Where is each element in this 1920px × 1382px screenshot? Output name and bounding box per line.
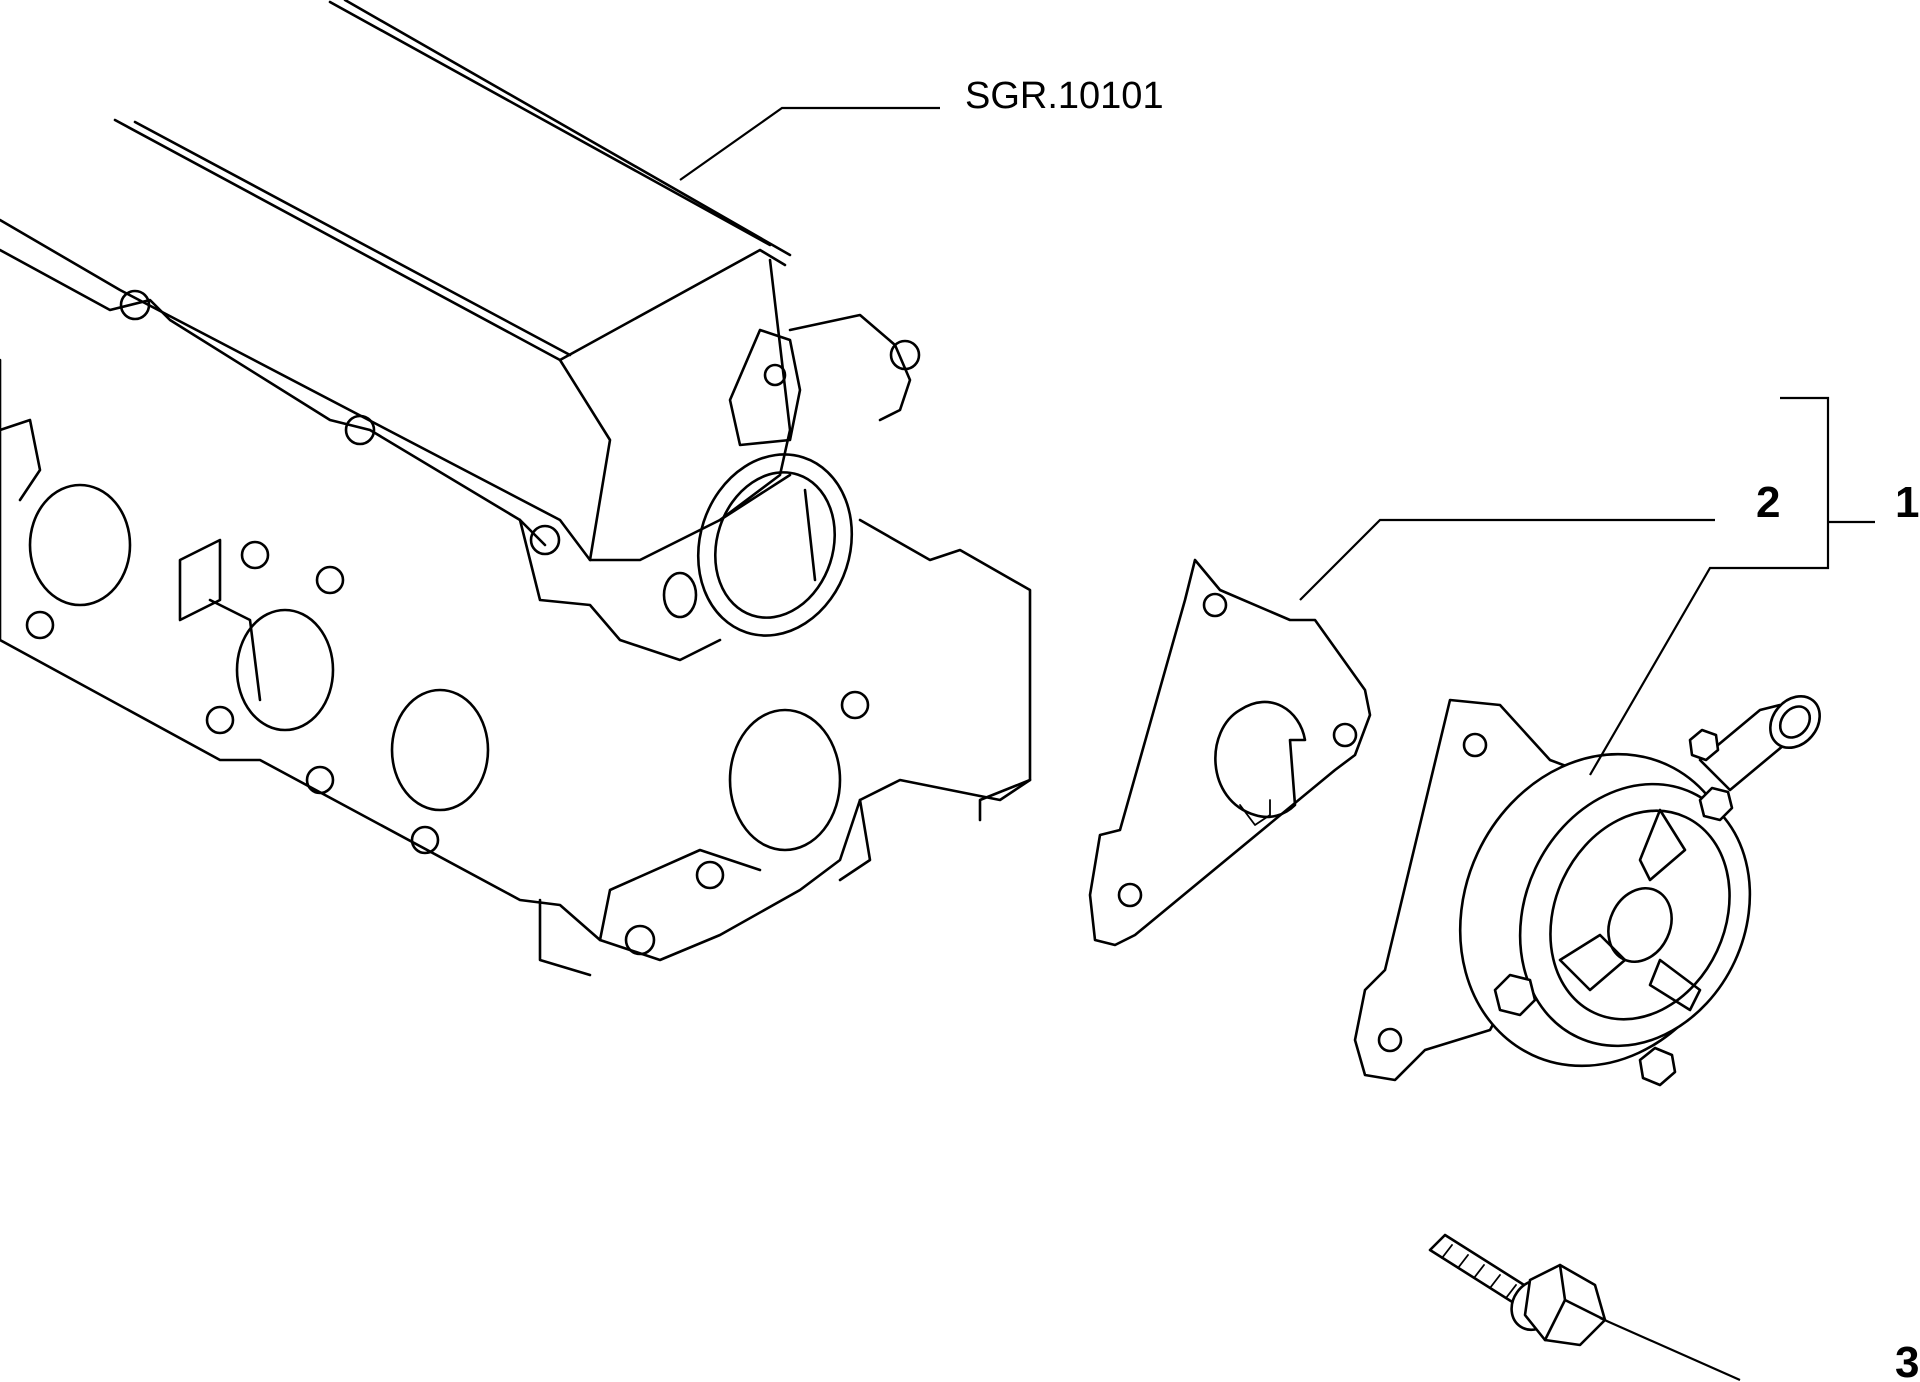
vacuum-pump-part-1	[1353, 695, 1821, 1087]
part-number-2: 2	[1756, 478, 1780, 527]
leader-lines	[679, 106, 1875, 1382]
gasket-part-2	[1088, 558, 1372, 947]
bolt-part-3	[1428, 1233, 1607, 1347]
reference-label: SGR.10101	[965, 75, 1164, 117]
part-number-1: 1	[1895, 478, 1919, 527]
cylinder-head	[0, 0, 1032, 977]
part-number-3: 3	[1895, 1338, 1919, 1382]
